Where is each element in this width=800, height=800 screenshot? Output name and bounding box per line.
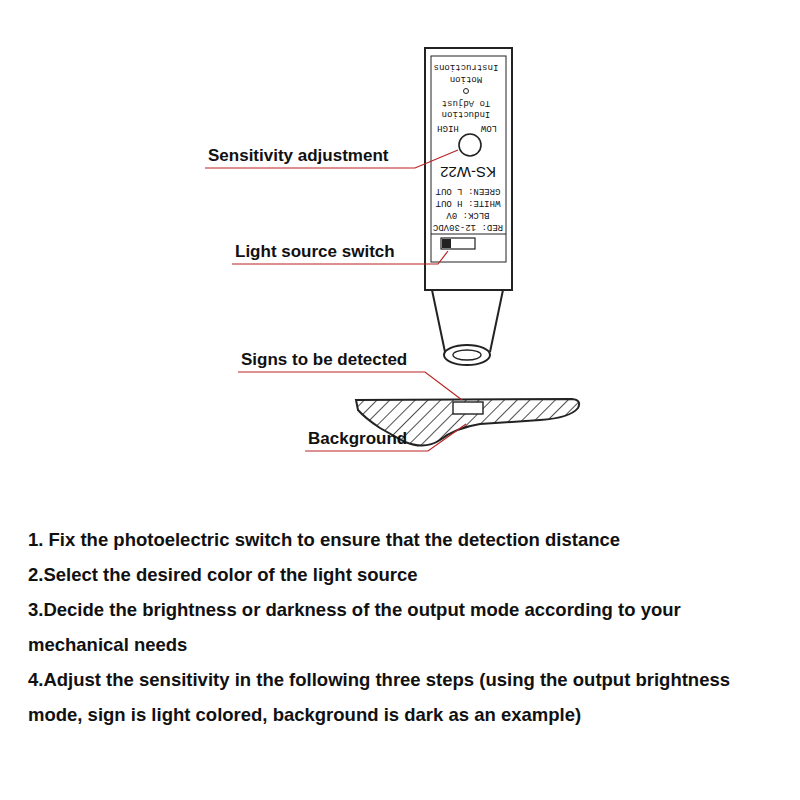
part-callout: Background — [308, 429, 407, 449]
divider — [431, 234, 506, 235]
device-print: Instructions — [434, 62, 499, 71]
switch-slider — [442, 239, 451, 248]
device-print: Motion — [450, 74, 482, 83]
wire-label: BLCK: 0V — [446, 210, 489, 219]
part-callout: Sensitivity adjustment — [208, 146, 388, 166]
instruction-step: 1. Fix the photoelectric switch to ensur… — [28, 522, 780, 557]
device-print: HIGH — [437, 123, 459, 132]
lens — [444, 345, 490, 365]
part-callout: Signs to be detected — [241, 350, 407, 370]
lens-inner — [453, 350, 481, 360]
wire-label: WHITE: H OUT — [436, 198, 501, 207]
part-callout: Light source switch — [235, 242, 395, 262]
detected-sign — [453, 402, 483, 414]
lens-nozzle — [432, 290, 503, 352]
instruction-step: 4.Adjust the sensitivity in the followin… — [28, 662, 780, 732]
label-frame — [431, 56, 506, 262]
wire-label: GREEN: L OUT — [436, 186, 501, 195]
leader-line — [305, 424, 466, 451]
instruction-step: 2.Select the desired color of the light … — [28, 557, 780, 592]
device-print: To Adjust — [442, 98, 491, 107]
wire-label: RED: 12-30VDC — [433, 222, 503, 231]
device-print: LOW — [481, 123, 497, 132]
light-source-switch — [441, 238, 475, 249]
sensitivity-knob — [459, 134, 481, 156]
model-name: KS-W22 — [440, 165, 496, 180]
indicator-dot — [464, 89, 469, 94]
instruction-step: 3.Decide the brightness or darkness of t… — [28, 592, 780, 662]
leader-line — [238, 372, 462, 400]
device-print: Induction — [442, 109, 491, 118]
sensor-body — [425, 48, 512, 290]
